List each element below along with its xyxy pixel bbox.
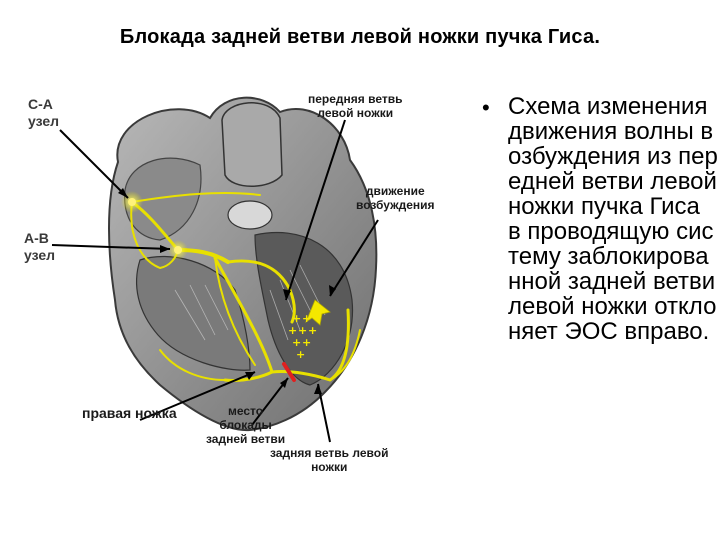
right-bundle-branch	[213, 256, 274, 382]
block-mark	[282, 362, 296, 382]
slide-title: Блокада задней ветви левой ножки пучка Г…	[119, 26, 601, 48]
right-ventricle	[135, 256, 251, 371]
aorta	[221, 102, 283, 187]
right-atrium	[124, 157, 202, 241]
aortic-valve	[227, 200, 273, 230]
bullet-text: Схема изменения движения волны возбужден…	[508, 93, 718, 345]
svg-text:+: +	[288, 324, 297, 337]
bullet-dot: •	[482, 95, 490, 120]
heart-illustration: ++ +++ ++ +	[51, 96, 379, 443]
svg-text:+: +	[296, 348, 305, 361]
leader-lines	[51, 119, 379, 443]
svg-text:+: +	[302, 336, 311, 349]
left-ventricle	[254, 231, 354, 386]
svg-text:+: +	[298, 324, 307, 337]
excitation-plus-marks: ++ +++ ++ +	[288, 312, 317, 361]
svg-text:+: +	[292, 336, 301, 349]
label-right-bundle: правая ножка	[82, 405, 177, 421]
leader-arrowheads	[118, 188, 336, 394]
excitation-arrow	[305, 299, 331, 326]
svg-text:+: +	[308, 324, 317, 337]
svg-text:+: +	[302, 312, 311, 325]
svg-text:+: +	[292, 312, 301, 325]
